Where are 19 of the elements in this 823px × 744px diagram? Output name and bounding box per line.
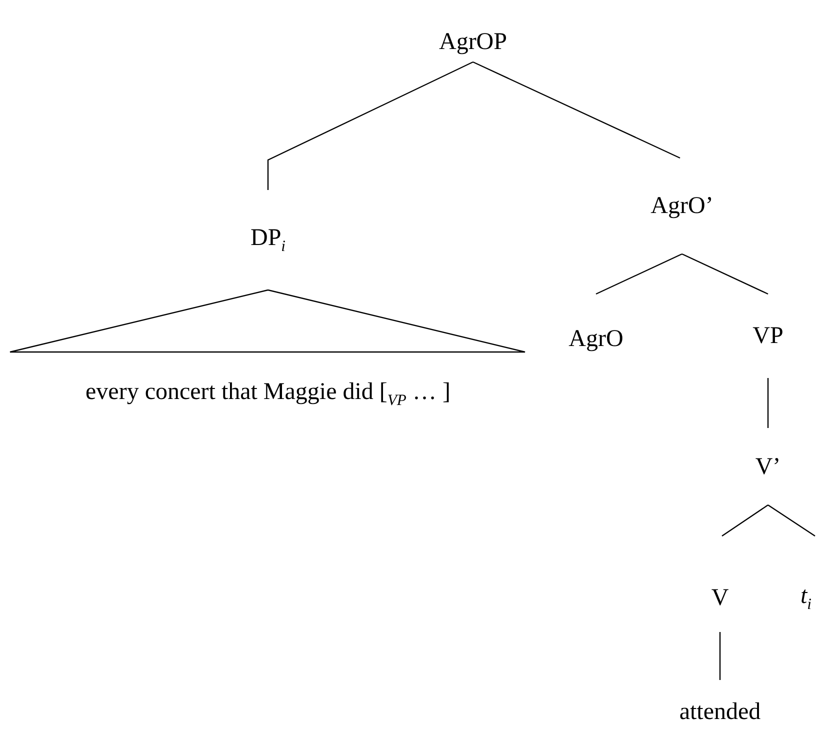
node-label: V’ — [755, 454, 781, 478]
branch-line — [596, 253, 682, 295]
triangle-branch — [9, 289, 526, 353]
branch-line — [682, 253, 768, 295]
node-label: DP$_{i}$ — [250, 226, 286, 254]
node-label: AgrO’ — [650, 194, 714, 218]
node-label: V — [711, 586, 729, 610]
node-label: t$_{i}$ — [800, 584, 812, 612]
branch-line — [472, 61, 680, 159]
branch-line — [768, 504, 816, 536]
branch-line — [267, 61, 474, 190]
node-label: VP — [752, 324, 784, 348]
branch-line — [722, 504, 768, 536]
node-label: attended — [679, 700, 761, 724]
node-label: AgrOP — [438, 30, 507, 54]
branch-line — [719, 632, 721, 680]
node-label: AgrO — [568, 327, 624, 351]
branch-line — [767, 378, 769, 428]
node-label: every concert that Maggie did [$_{VP}$ … ] — [86, 380, 450, 408]
